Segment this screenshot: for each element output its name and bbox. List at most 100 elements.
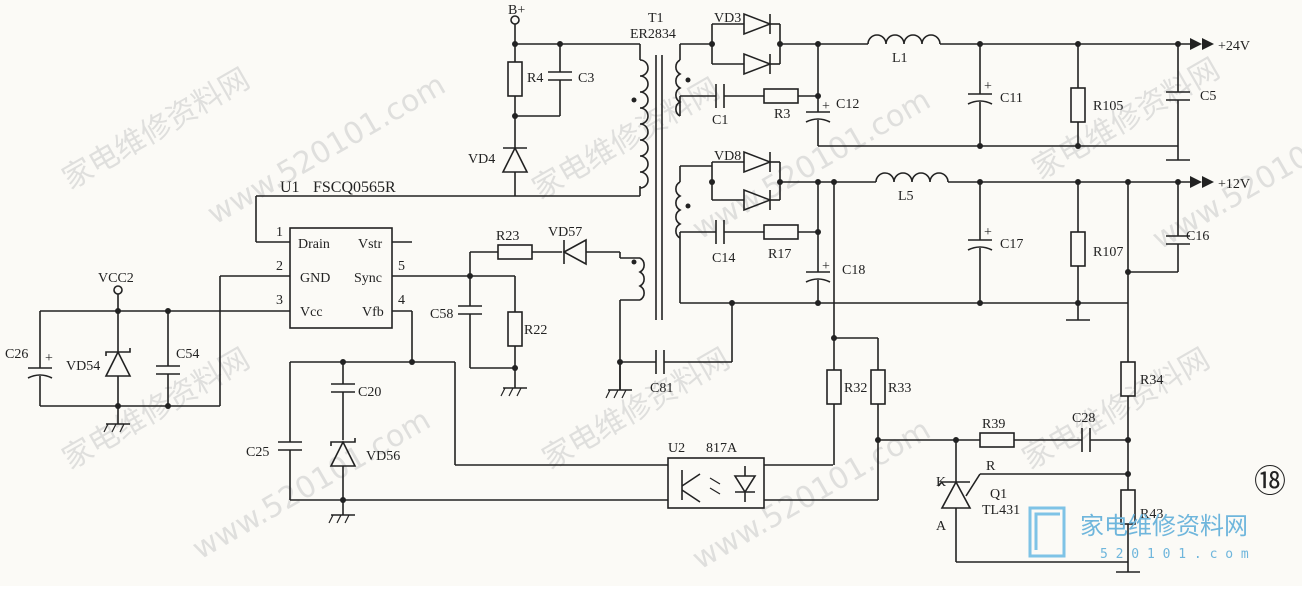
r33-label: R33	[888, 381, 911, 396]
r32-label: R32	[844, 381, 867, 396]
q1-k-label: K	[936, 475, 946, 490]
c81-label: C81	[650, 381, 673, 396]
optocoupler-u2: U2 817A	[668, 441, 764, 508]
watermark-text: 家电维修资料网	[57, 62, 256, 197]
capacitor-c26: + C26	[5, 311, 53, 406]
capacitor-c58: C58	[430, 276, 482, 368]
l5-label: L5	[898, 189, 914, 204]
out12-label: +12V	[1218, 177, 1250, 192]
c11-label: C11	[1000, 91, 1023, 106]
vcc2-label: VCC2	[98, 271, 134, 286]
vd3-label: VD3	[714, 11, 741, 26]
c17-label: C17	[1000, 237, 1023, 252]
capacitor-c1: C1	[712, 84, 764, 128]
r107-label: R107	[1093, 245, 1123, 260]
capacitor-c11: + C11	[968, 44, 1023, 146]
figure-number: ⑱	[1254, 463, 1286, 499]
c20-label: C20	[358, 385, 381, 400]
inductor-l5: L5	[876, 173, 948, 204]
c54-label: C54	[176, 347, 199, 362]
bplus-terminal: B+	[508, 3, 525, 44]
vd8-label: VD8	[714, 149, 741, 164]
c12-label: C12	[836, 97, 859, 112]
c1-label: C1	[712, 113, 728, 128]
diode-vd4: VD4	[468, 148, 527, 196]
resistor-r22: R22	[470, 276, 547, 368]
q1-model-label: TL431	[982, 503, 1020, 518]
c58-label: C58	[430, 307, 453, 322]
u1-label: U1	[280, 179, 300, 196]
watermark-text: 家电维修资料网	[527, 72, 726, 207]
pin-5-number: 5	[398, 259, 405, 274]
output-12v-arrow: +12V	[1190, 176, 1250, 192]
r34-label: R34	[1140, 373, 1163, 388]
capacitor-c17: + C17	[968, 182, 1023, 303]
r4-label: R4	[527, 71, 543, 86]
watermark-text: 家电维修资料网	[1017, 342, 1216, 477]
resistor-r107: R107	[1071, 182, 1123, 303]
pin-vstr-label: Vstr	[358, 237, 382, 252]
output-24v-arrow: +24V	[1190, 38, 1250, 54]
pin-vfb-label: Vfb	[362, 305, 384, 320]
watermark-url: www.520101.com	[1147, 92, 1302, 257]
r105-label: R105	[1093, 99, 1123, 114]
figure-number-badge: ⑱	[1254, 463, 1286, 499]
r17-label: R17	[768, 247, 791, 262]
resistor-r3: R3	[764, 89, 818, 122]
svg-text:+: +	[822, 259, 830, 274]
c26-label: C26	[5, 347, 28, 362]
l1-label: L1	[892, 51, 908, 66]
out24-label: +24V	[1218, 39, 1250, 54]
pin-gnd-label: GND	[300, 271, 330, 286]
vd56-label: VD56	[366, 449, 400, 464]
bplus-label: B+	[508, 3, 525, 18]
pin-vcc-label: Vcc	[300, 305, 323, 320]
diode-vd57: VD57	[548, 225, 620, 264]
r22-label: R22	[524, 323, 547, 338]
vd4-label: VD4	[468, 152, 495, 167]
r3-label: R3	[774, 107, 790, 122]
watermark-url: www.520101.com	[187, 402, 437, 567]
c28-label: C28	[1072, 411, 1095, 426]
inductor-l1: L1	[868, 35, 940, 66]
ground-symbol	[501, 368, 527, 396]
r39-label: R39	[982, 417, 1005, 432]
logo-text: 家电维修资料网	[1080, 512, 1248, 540]
pin-3-number: 3	[276, 293, 283, 308]
watermark-layer: 家电维修资料网 www.520101.com 家电维修资料网 www.52010…	[57, 52, 1302, 577]
c3-label: C3	[578, 71, 594, 86]
c16-label: C16	[1186, 229, 1209, 244]
pin-4-number: 4	[398, 293, 405, 308]
pin-drain-label: Drain	[298, 237, 330, 252]
c18-label: C18	[842, 263, 865, 278]
capacitor-c18: + C18	[806, 182, 865, 303]
watermark-url: www.520101.com	[687, 412, 937, 577]
svg-text:+: +	[822, 99, 830, 114]
svg-text:+: +	[984, 79, 992, 94]
u2-model-label: 817A	[706, 441, 738, 456]
q1-a-label: A	[936, 519, 947, 534]
pin-sync-label: Sync	[354, 271, 382, 286]
t1-label: T1	[648, 11, 664, 26]
q1-label: Q1	[990, 487, 1007, 502]
pin-2-number: 2	[276, 259, 283, 274]
vd57-label: VD57	[548, 225, 582, 240]
logo-url: 5 2 0 1 0 1 . c o m	[1100, 547, 1249, 562]
ground-symbol	[329, 500, 355, 523]
c5-label: C5	[1200, 89, 1216, 104]
u1-model-label: FSCQ0565R	[313, 179, 396, 196]
c25-label: C25	[246, 445, 269, 460]
svg-text:+: +	[984, 225, 992, 240]
u2-label: U2	[668, 441, 685, 456]
vd54-label: VD54	[66, 359, 100, 374]
watermark-text: 家电维修资料网	[1027, 52, 1226, 187]
pin-1-number: 1	[276, 225, 283, 240]
c14-label: C14	[712, 251, 735, 266]
q1-r-label: R	[986, 459, 996, 474]
resistor-r4: R4	[508, 44, 543, 140]
r23-label: R23	[496, 229, 519, 244]
svg-text:+: +	[45, 351, 53, 366]
t1-model-label: ER2834	[630, 27, 676, 42]
